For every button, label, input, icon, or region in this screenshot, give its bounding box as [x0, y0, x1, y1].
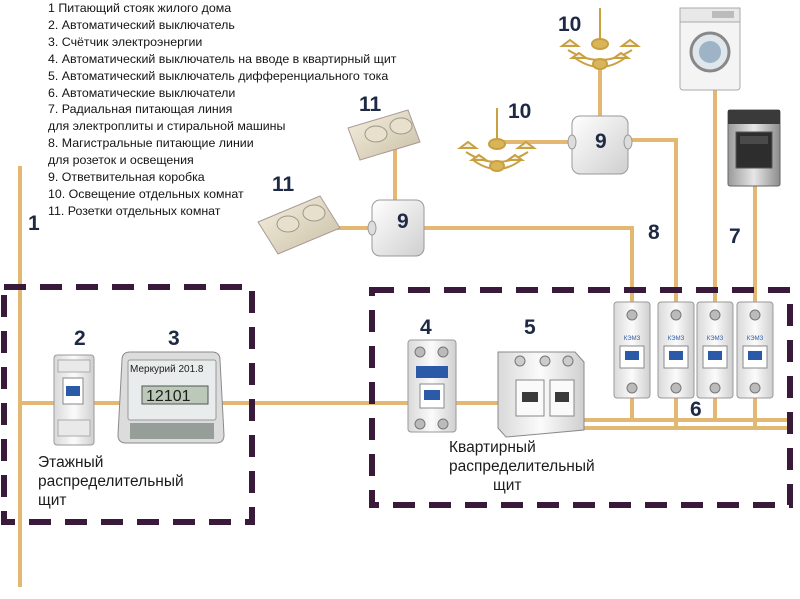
- apartment-panel-label: Квартирный распределительный щит: [449, 438, 595, 495]
- legend-item: 10. Освещение отдельных комнат: [48, 186, 244, 201]
- apartment-panel-frame: [369, 287, 793, 508]
- legend-item: 2. Автоматический выключатель: [48, 17, 235, 32]
- legend-item: 5. Автоматический выключатель дифференци…: [48, 68, 389, 83]
- floor-panel-label-line2: распределительный: [38, 473, 184, 490]
- callout-2-breaker: 2: [74, 327, 86, 350]
- apartment-panel-label-line3: щит: [493, 477, 522, 494]
- breaker-washer: КЭМЗ: [696, 301, 734, 399]
- callout-8-trunk: 8: [648, 221, 660, 244]
- meter-display: 12101: [146, 388, 191, 405]
- legend-item: для розеток и освещения: [48, 153, 194, 168]
- breaker-sockets: КЭМЗ: [613, 301, 651, 399]
- apartment-panel-label-line2: распределительный: [449, 458, 595, 475]
- breaker-brand-1: КЭМЗ: [624, 336, 641, 342]
- wires: [18, 66, 792, 587]
- callout-1-riser: 1: [28, 212, 40, 235]
- callout-7-radial: 7: [729, 225, 741, 248]
- electric-stove: [727, 109, 781, 187]
- residual-current-breaker: [497, 351, 585, 438]
- input-circuit-breaker: [407, 339, 457, 433]
- legend-list: 1 Питающий стояк жилого дома 2. Автомати…: [48, 0, 396, 220]
- legend-item: 3. Счётчик электроэнергии: [48, 34, 203, 49]
- junction-box-sockets: [367, 199, 425, 257]
- breaker-brand-4: КЭМЗ: [747, 336, 764, 342]
- washing-machine: [679, 7, 741, 91]
- legend-item: 9. Ответвительная коробка: [48, 170, 205, 185]
- breaker-brand-3: КЭМЗ: [707, 336, 724, 342]
- callout-10-light-lower: 10: [508, 100, 532, 123]
- floor-panel-label-line3: щит: [38, 492, 67, 509]
- apartment-panel-label-line1: Квартирный: [449, 439, 536, 456]
- legend-item: 1 Питающий стояк жилого дома: [48, 1, 232, 15]
- double-socket-lower: [257, 195, 341, 255]
- chandelier-upper: [559, 8, 641, 70]
- callout-9-box-upper: 9: [595, 130, 607, 153]
- junction-box-lighting: [567, 115, 633, 175]
- floor-panel-frame: [1, 284, 255, 525]
- legend-item: 11. Розетки отдельных комнат: [48, 203, 221, 218]
- trunk-line-lighting: [623, 138, 678, 302]
- callout-10-light-upper: 10: [558, 13, 582, 36]
- breaker-lighting: КЭМЗ: [657, 301, 695, 399]
- legend-item: для электроплиты и стиральной машины: [48, 119, 286, 134]
- breaker-stove: КЭМЗ: [736, 301, 774, 399]
- legend-item: 7. Радиальная питающая линия: [48, 102, 233, 117]
- electricity-meter: Меркурий 201.8 12101: [117, 351, 225, 444]
- group-breakers: КЭМЗ КЭМЗ КЭМЗ КЭМЗ: [613, 301, 774, 399]
- trunk-line-sockets: [403, 226, 634, 302]
- callout-5-rcd: 5: [524, 316, 536, 339]
- meter-brand: Меркурий 201.8: [130, 364, 204, 375]
- floor-circuit-breaker: [53, 354, 95, 446]
- legend-item: 8. Магистральные питающие линии: [48, 136, 254, 151]
- callout-11-socket-upper: 11: [359, 93, 382, 116]
- double-socket-upper: [347, 109, 421, 161]
- callout-11-socket-lower: 11: [272, 173, 295, 196]
- callout-4-input-breaker: 4: [420, 316, 432, 339]
- callout-3-meter: 3: [168, 327, 180, 350]
- floor-panel-label: Этажный распределительный щит: [38, 453, 184, 510]
- floor-panel-label-line1: Этажный: [38, 454, 104, 471]
- callout-6-breakers: 6: [690, 398, 702, 421]
- callout-9-box-lower: 9: [397, 210, 409, 233]
- legend-item: 6. Автоматические выключатели: [48, 85, 236, 100]
- legend-item: 4. Автоматический выключатель на вводе в…: [48, 51, 397, 66]
- breaker-brand-2: КЭМЗ: [668, 336, 685, 342]
- chandelier-lower: [457, 108, 537, 172]
